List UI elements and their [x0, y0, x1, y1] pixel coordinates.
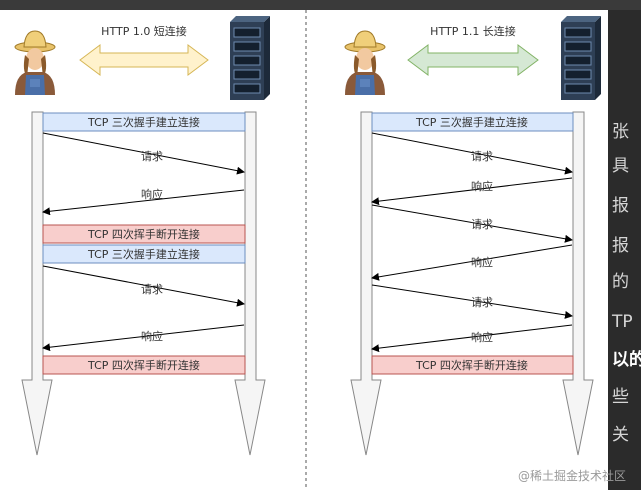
request-label: 请求 [141, 150, 163, 163]
tcp-handshake-label: TCP 三次握手建立连接 [415, 115, 528, 129]
response-label: 响应 [471, 330, 493, 344]
http-connection-diagram: HTTP 1.0 短连接 TCP 三次握手建立连接 请求 响应 TCP 四次挥手… [14, 10, 602, 490]
request-arrow [371, 284, 573, 319]
tcp-handshake-box [42, 112, 246, 132]
tcp-handshake-box [42, 244, 246, 264]
request-arrow [371, 204, 573, 243]
farmer-person-icon [344, 30, 386, 96]
sidebar-fragment: 报 [612, 196, 629, 216]
sidebar-fragment: 报 [612, 236, 629, 256]
server-lifeline [562, 111, 594, 456]
double-arrow-icon [407, 44, 539, 76]
left-diagram: HTTP 1.0 短连接 TCP 三次握手建立连接 请求 响应 TCP 四次挥手… [14, 15, 271, 456]
response-label: 响应 [471, 179, 493, 193]
response-label: 响应 [141, 187, 163, 201]
tcp-handshake-box [371, 112, 574, 132]
response-arrow [42, 324, 245, 352]
sidebar-fragment: 关 [612, 425, 629, 445]
sidebar-fragment: 具 [612, 156, 629, 176]
server-rack-icon [560, 15, 602, 101]
request-arrow [42, 265, 245, 307]
response-label: 响应 [471, 255, 493, 269]
tcp-close-box [42, 355, 246, 375]
sidebar-fragment: 的 [612, 272, 629, 292]
request-label: 请求 [471, 218, 493, 231]
client-lifeline [350, 111, 382, 456]
sidebar-fragment: 以的 [612, 350, 641, 370]
tcp-close-label: TCP 四次挥手断开连接 [87, 227, 200, 241]
left-title: HTTP 1.0 短连接 [101, 24, 187, 38]
response-arrow [371, 244, 573, 281]
right-title: HTTP 1.1 长连接 [430, 25, 516, 38]
tcp-close-label: TCP 四次挥手断开连接 [415, 358, 528, 372]
response-arrow [371, 177, 573, 206]
sidebar-text-strip [608, 10, 641, 490]
tcp-close-box [42, 224, 246, 244]
client-lifeline [21, 111, 53, 456]
double-arrow-icon [79, 44, 209, 76]
request-arrow [371, 132, 573, 175]
watermark: @稀土掘金技术社区 [518, 469, 627, 483]
request-arrow [42, 132, 245, 175]
response-label: 响应 [141, 329, 163, 343]
sidebar-fragment: 些 [612, 387, 629, 407]
tcp-handshake-label: TCP 三次握手建立连接 [87, 115, 200, 129]
request-label: 请求 [471, 296, 493, 309]
request-label: 请求 [141, 283, 163, 296]
server-rack-icon [229, 15, 271, 101]
response-arrow [371, 324, 573, 353]
tcp-close-box [371, 355, 574, 375]
farmer-person-icon [14, 30, 56, 96]
response-arrow [42, 189, 245, 216]
sidebar-fragment: 张 [612, 122, 629, 142]
tcp-close-label: TCP 四次挥手断开连接 [87, 358, 200, 372]
right-diagram: HTTP 1.1 长连接 TCP 三次握手建立连接 请求 响应 请求 响应 请求… [344, 15, 602, 456]
tcp-handshake-label: TCP 三次握手建立连接 [87, 247, 200, 261]
request-label: 请求 [471, 150, 493, 163]
sidebar-fragment: TP [612, 312, 633, 332]
server-lifeline [234, 111, 266, 456]
